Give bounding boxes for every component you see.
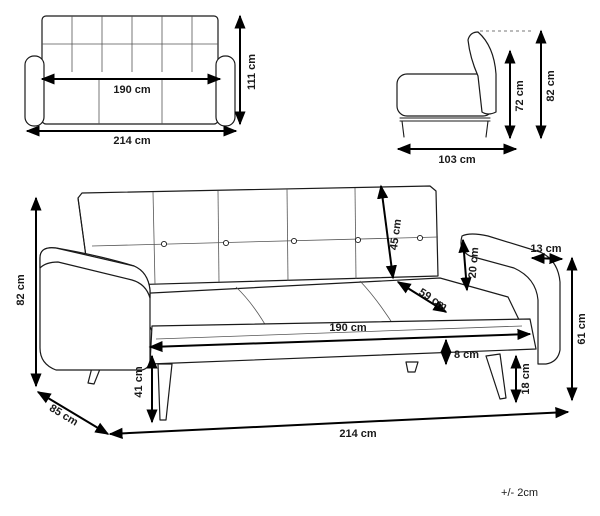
- front-view: 190 cm 214 cm 111 cm: [24, 14, 258, 147]
- main-depth-arrow: [36, 391, 110, 435]
- main-total-width-label: 214 cm: [339, 428, 377, 440]
- main-leg-center: [405, 361, 419, 373]
- main-leg-front-right: [485, 353, 507, 400]
- front-height-label: 111 cm: [246, 54, 258, 90]
- tuft-button: [416, 234, 424, 242]
- main-total-height-label: 82 cm: [15, 274, 27, 305]
- side-backrest: [467, 31, 497, 115]
- main-seat-width-label: 190 cm: [329, 322, 367, 334]
- main-view: 45 cm 20 cm 59 cm 13 cm 82 cm 190 cm 8 c…: [15, 184, 588, 440]
- tuft-button: [222, 239, 230, 247]
- main-seat-depth-arrow: [396, 281, 448, 313]
- main-leg-front-left: [157, 363, 173, 421]
- main-armrest-width-arrow: [530, 252, 564, 265]
- main-back-height-arrow: [377, 184, 397, 280]
- main-armrest-height-arrow: [458, 238, 472, 292]
- main-seat-width-arrow: [148, 328, 532, 353]
- main-leg-height-right-label: 18 cm: [520, 363, 532, 394]
- tuft-button: [290, 237, 298, 245]
- main-armrest-height-label: 20 cm: [467, 246, 482, 278]
- main-base-height-label: 8 cm: [454, 349, 479, 361]
- tuft-button: [160, 240, 168, 248]
- side-total-height-label: 82 cm: [545, 70, 557, 101]
- main-total-width-arrow: [108, 407, 570, 439]
- front-backrest-tufting: [42, 16, 218, 72]
- front-inner-width-label: 190 cm: [113, 84, 151, 96]
- front-armrest-left: [24, 55, 45, 127]
- tolerance-note: +/- 2cm: [501, 487, 538, 499]
- main-back-height-label: 45 cm: [388, 218, 404, 251]
- side-depth-label: 103 cm: [438, 154, 476, 166]
- main-backrest-buttons: [160, 234, 424, 248]
- side-view: 103 cm 72 cm 82 cm: [396, 29, 557, 166]
- main-leg-height-left-label: 41 cm: [133, 366, 145, 397]
- main-armrest-left-top: [39, 247, 151, 299]
- tuft-button: [354, 236, 362, 244]
- main-arm-height-label: 61 cm: [576, 313, 588, 344]
- side-leg-back: [485, 120, 489, 138]
- front-total-width-label: 214 cm: [113, 135, 151, 147]
- main-armrest-width-label: 13 cm: [530, 243, 561, 255]
- front-armrest-right: [215, 55, 236, 127]
- side-seat-height-label: 72 cm: [514, 80, 526, 111]
- side-leg-front: [401, 120, 405, 138]
